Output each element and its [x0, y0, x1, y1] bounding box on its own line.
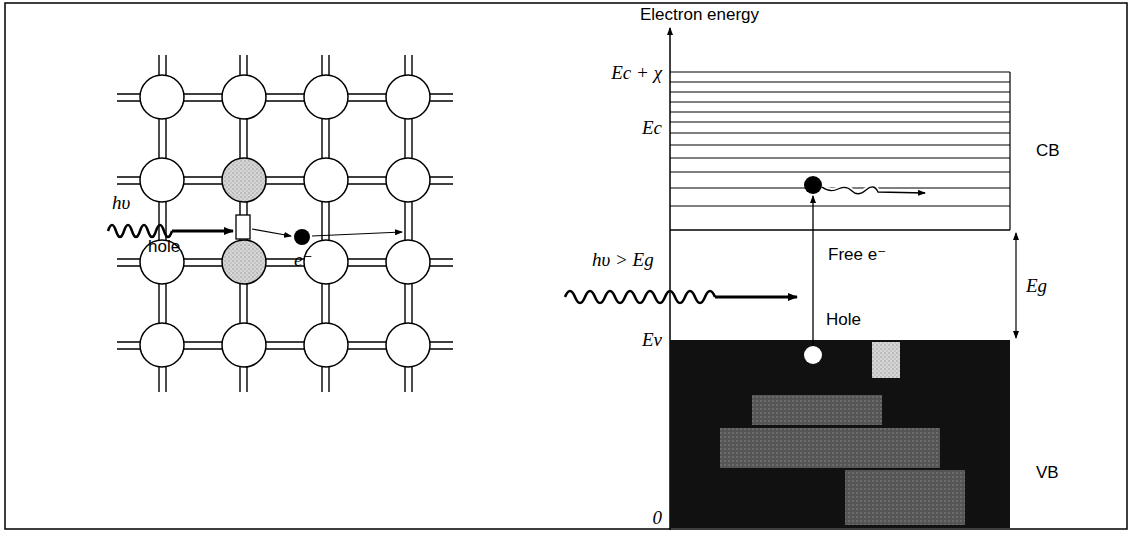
- valence-band: [670, 340, 1010, 528]
- gap-label: Eg: [1026, 276, 1047, 297]
- photon-wave: [108, 225, 172, 237]
- lattice-atoms: [140, 75, 430, 367]
- electron-path: [252, 229, 291, 236]
- hole-label: Hole: [826, 311, 861, 330]
- photon-symbol: hυ: [112, 193, 130, 214]
- energy-level: Ec + χ: [611, 63, 662, 84]
- electron-label: e⁻: [294, 250, 312, 271]
- conduction-band: [670, 72, 1010, 230]
- hole-label: hole: [148, 238, 180, 257]
- electron-label: Free e⁻: [828, 246, 886, 265]
- photon-symbol: hυ > Eg: [592, 250, 654, 271]
- gap-arrow: [1015, 288, 1016, 338]
- axis-title: Electron energy: [640, 6, 759, 25]
- energy-level: 0: [653, 508, 663, 529]
- hole-dot: [804, 346, 822, 364]
- energy-level: Ec: [642, 118, 662, 139]
- excitation-arrow: [812, 196, 813, 346]
- free-electron-path: [822, 187, 925, 194]
- band-shading: [752, 395, 882, 425]
- electron-dot: [804, 176, 822, 194]
- lattice-bonds: [117, 55, 453, 392]
- hole-marker: [236, 215, 250, 239]
- electron-dot: [294, 229, 310, 245]
- photon-arrow: [715, 296, 797, 299]
- electron-motion: [312, 232, 402, 236]
- gap-arrow: [1015, 233, 1016, 288]
- band-shading: [872, 342, 900, 378]
- photon-arrow: [172, 230, 233, 233]
- band-shading: [845, 470, 965, 525]
- band-name: CB: [1036, 142, 1060, 161]
- band-shading: [720, 428, 940, 468]
- energy-level: Ev: [642, 330, 662, 351]
- band-name: VB: [1036, 464, 1059, 483]
- frame: [5, 3, 1127, 529]
- photon-wave: [565, 291, 715, 303]
